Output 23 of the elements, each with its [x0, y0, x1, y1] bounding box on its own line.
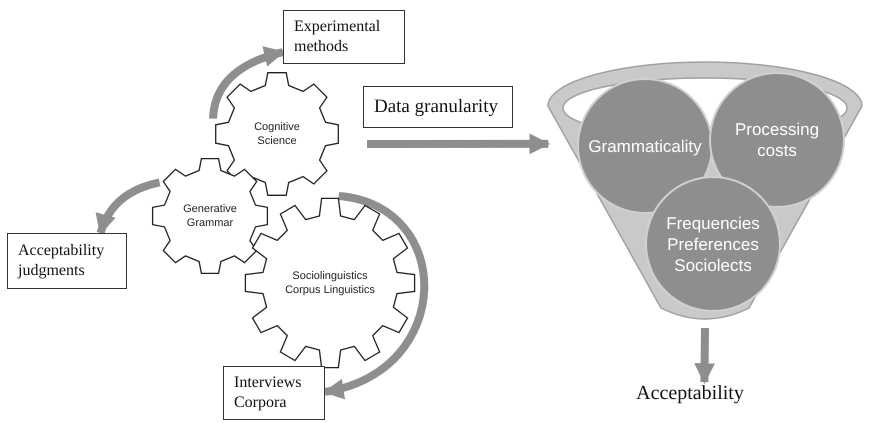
- gear-shape: [213, 70, 341, 198]
- circle-label: Processing costs: [734, 119, 820, 161]
- circle-label: Grammaticality: [588, 136, 702, 156]
- curved-arrow: [96, 178, 161, 235]
- label-box: [363, 86, 513, 128]
- box-label: Interviews Corpora: [234, 373, 303, 413]
- gear-shape: [243, 196, 417, 370]
- gear-label: Sociolinguistics Corpus Linguistics: [284, 269, 376, 297]
- curved-arrow: [323, 192, 428, 398]
- gear-label: Generative Grammar: [182, 202, 238, 230]
- label-box: [223, 366, 325, 420]
- curved-arrow: [209, 46, 285, 119]
- label-box: [7, 233, 127, 289]
- circle-label: Frequencies Preferences Sociolects: [665, 212, 761, 276]
- gear-label: Cognitive Science: [253, 120, 301, 148]
- arrow: [694, 328, 715, 384]
- box-label: Acceptability judgments: [18, 241, 106, 281]
- box-label: Experimental methods: [294, 17, 382, 57]
- box-label: Data granularity: [374, 97, 498, 117]
- gear-shape: [150, 156, 270, 276]
- label-box: [283, 10, 405, 64]
- arrow: [367, 134, 550, 154]
- result-label: Acceptability: [610, 382, 770, 412]
